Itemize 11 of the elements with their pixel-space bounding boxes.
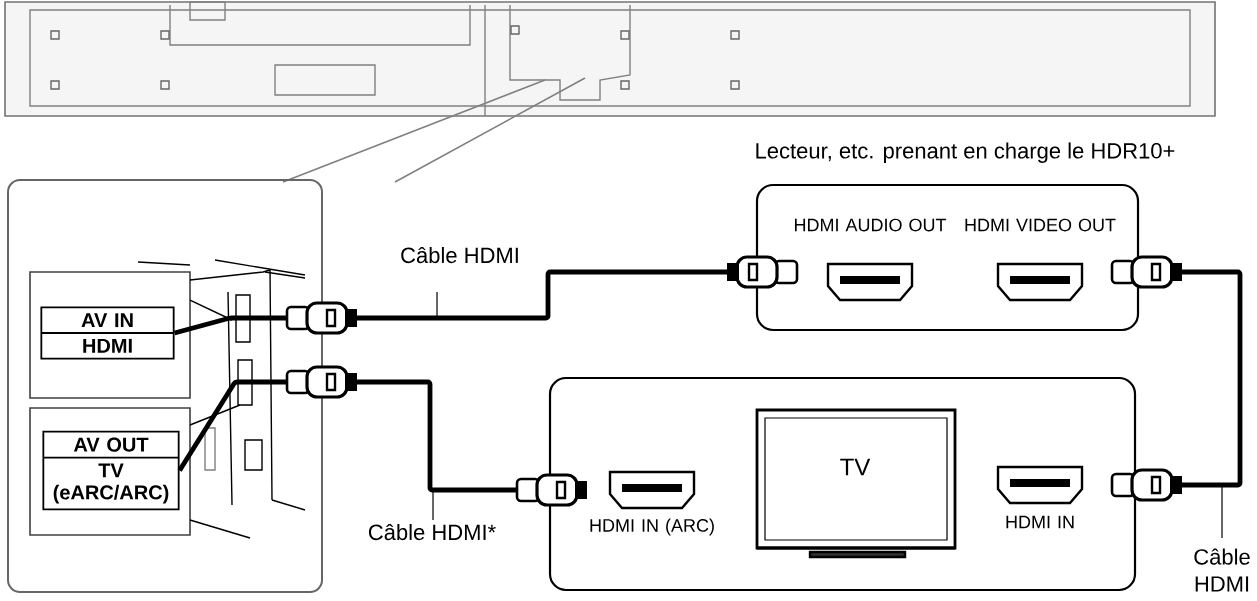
device-caption: Lecteur, etc. prenant en charge le HDR10+	[756, 142, 1175, 163]
hdmi-cable	[177, 365, 587, 507]
tv-screen: TV	[755, 408, 957, 559]
hdmi-cable	[173, 255, 799, 336]
player-box: HDMI AUDIO OUT HDMI VIDEO OUT	[755, 183, 1140, 332]
port-label-box: AV IN HDMI	[40, 306, 175, 360]
edge-label: Câble HDMI*	[368, 523, 496, 541]
edge-label: Câble HDMI	[1194, 548, 1250, 592]
port-label-box: AV OUT TV (eARC/ARC)	[42, 430, 180, 511]
hdmi-cable	[1110, 255, 1243, 502]
edge-label: Câble HDMI	[401, 246, 518, 264]
